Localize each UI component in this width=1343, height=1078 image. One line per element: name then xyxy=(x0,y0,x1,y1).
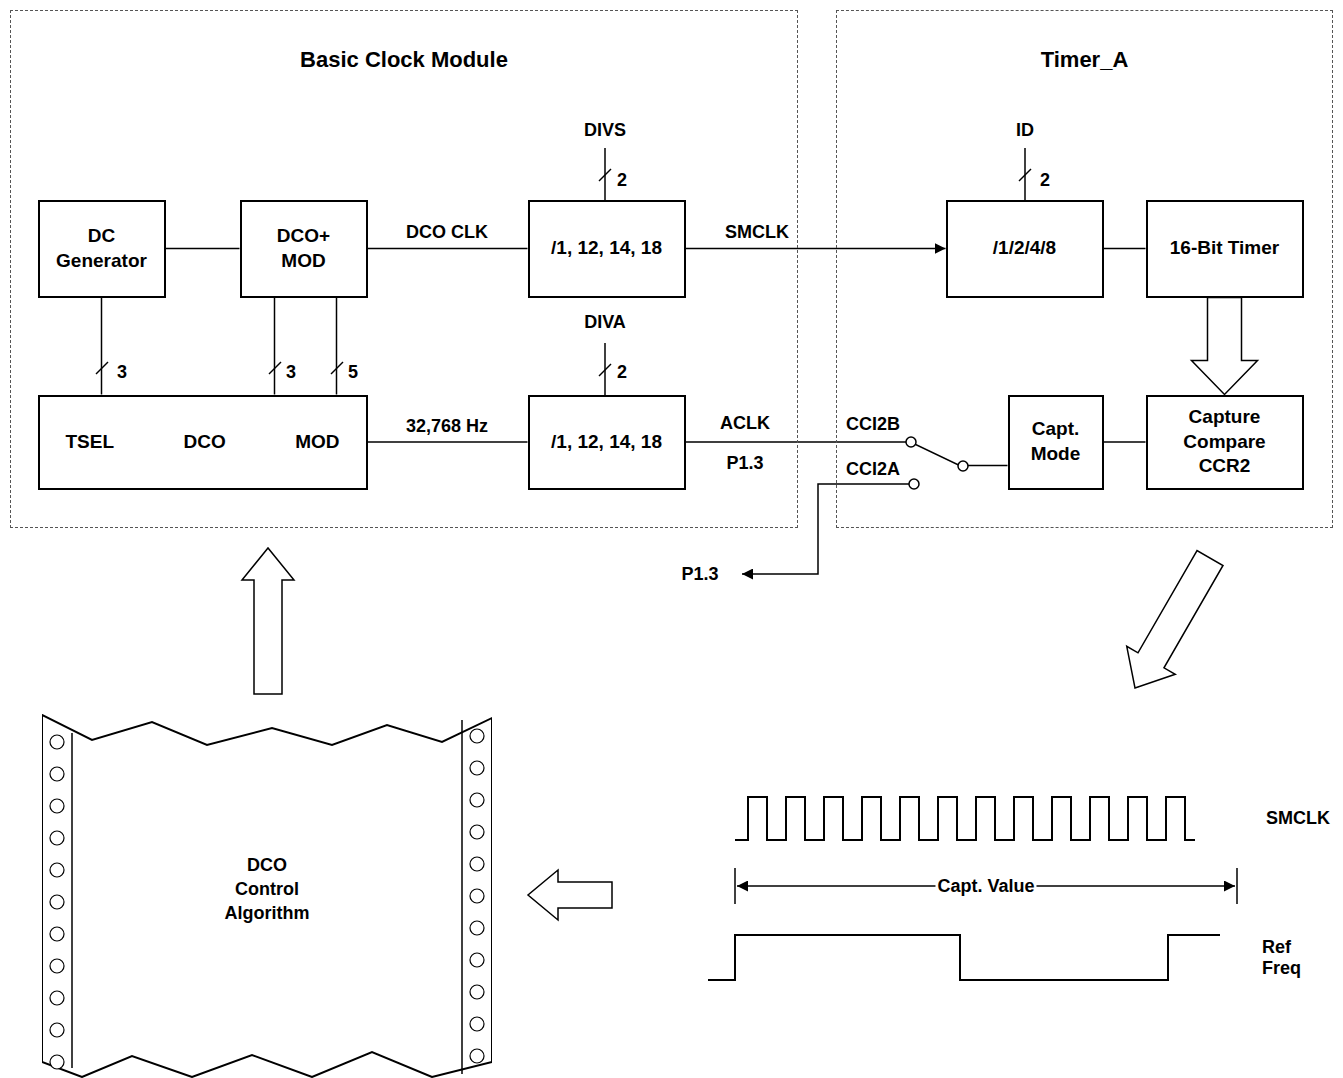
divider-box: /1, 12, 14, 18 xyxy=(528,200,686,298)
signal-label: ID xyxy=(1014,120,1036,141)
node-text: TSEL xyxy=(66,430,115,455)
flow-arrow xyxy=(528,870,612,920)
node-text: Capture Compare CCR2 xyxy=(1169,405,1281,479)
flow-arrow xyxy=(242,548,294,694)
algorithm-paper: DCO Control Algorithm xyxy=(42,700,492,1078)
signal-line xyxy=(336,298,338,395)
region-title: Basic Clock Module xyxy=(11,47,797,73)
signal-label: DIVA xyxy=(582,312,628,333)
signal-label: 2 xyxy=(615,170,629,191)
signal-label: DIVS xyxy=(582,120,628,141)
signal-label: 5 xyxy=(346,362,360,383)
oscillator-box: DCO+ MOD xyxy=(240,200,368,298)
node-text: Capt. Mode xyxy=(1026,417,1086,466)
signal-label: 2 xyxy=(615,362,629,383)
signal-line xyxy=(101,298,103,395)
signal-name: SMCLK xyxy=(723,222,791,243)
flow-arrow xyxy=(1127,551,1223,688)
flow-arrows xyxy=(528,551,1223,920)
signal-label: CCI2B xyxy=(844,414,902,435)
node-text: DCO xyxy=(184,430,226,455)
divider-box: /1/2/4/8 xyxy=(946,200,1104,298)
signal-line xyxy=(1104,441,1146,443)
waveforms xyxy=(708,797,1220,980)
signal-line xyxy=(274,298,276,395)
divider-box: /1, 12, 14, 18 xyxy=(528,395,686,490)
signal-line xyxy=(368,248,528,250)
bus-lines xyxy=(96,148,1031,395)
signal-name: DCO CLK xyxy=(404,222,490,243)
signal-line xyxy=(686,248,946,250)
signal-name: ACLK xyxy=(718,413,772,434)
register-box: TSEL DCO MOD xyxy=(38,395,368,490)
flow-arrow xyxy=(1192,298,1258,395)
node-text: 16-Bit Timer xyxy=(1170,236,1279,261)
signal-label: Ref Freq xyxy=(1260,937,1308,978)
capture-dimension xyxy=(735,868,1237,904)
signal-line xyxy=(1104,248,1146,250)
signal-label: CCI2A xyxy=(844,459,902,480)
node-text: DCO Control Algorithm xyxy=(217,853,317,926)
signal-label: 3 xyxy=(284,362,298,383)
node-text: /1, 12, 14, 18 xyxy=(551,236,662,261)
capture-box: Capture Compare CCR2 xyxy=(1146,395,1304,490)
signal-label: 3 xyxy=(115,362,129,383)
module-region: Basic Clock Module DC Generator DCO+ MOD/1… xyxy=(10,10,798,528)
signal-label: 2 xyxy=(1038,170,1052,191)
signal-label: P1.3 xyxy=(679,564,720,585)
switch-and-port xyxy=(742,437,968,574)
region-title: Timer_A xyxy=(837,47,1332,73)
node-text: /1, 12, 14, 18 xyxy=(551,430,662,455)
mode-box: Capt. Mode xyxy=(1008,395,1104,490)
node-text: MOD xyxy=(295,430,339,455)
signal-line xyxy=(368,441,528,443)
signal-label: SMCLK xyxy=(1264,808,1332,829)
node-text: /1/2/4/8 xyxy=(993,236,1056,261)
timer-box: 16-Bit Timer xyxy=(1146,200,1304,298)
signal-label: Capt. Value xyxy=(935,876,1036,897)
module-region: Timer_A/1/2/4/8 16-Bit TimerCapt. Mode Cap… xyxy=(836,10,1333,528)
signal-line xyxy=(166,248,240,250)
generator-box: DC Generator xyxy=(38,200,166,298)
node-text: DCO+ MOD xyxy=(269,224,339,273)
node-text: DC Generator xyxy=(52,224,152,273)
signal-name: 32,768 Hz xyxy=(404,416,490,437)
signal-label: P1.3 xyxy=(724,453,765,474)
